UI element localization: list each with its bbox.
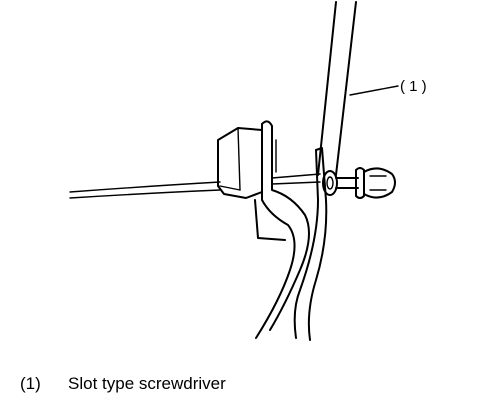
legend-item-number: (1) <box>20 374 41 393</box>
retaining-clip <box>335 167 396 199</box>
panel-flange <box>293 147 328 341</box>
pin-rod <box>271 173 321 185</box>
callout-1: ( 1 ) <box>349 78 427 96</box>
connector-block <box>217 127 263 199</box>
cable <box>69 181 221 199</box>
screwdriver-shaft <box>317 1 357 176</box>
washer <box>322 170 338 196</box>
legend-item: (1) Slot type screwdriver <box>20 374 226 394</box>
legend-item-text: Slot type screwdriver <box>68 374 226 393</box>
legend: (1) Slot type screwdriver <box>20 374 226 394</box>
callout-label: ( 1 ) <box>400 78 427 95</box>
bracket <box>254 120 310 339</box>
technical-illustration: ( 1 ) <box>69 1 427 341</box>
